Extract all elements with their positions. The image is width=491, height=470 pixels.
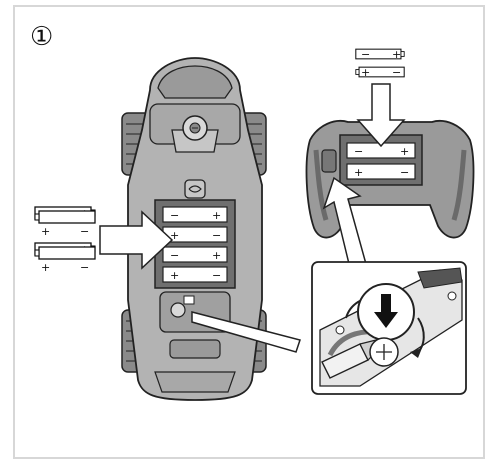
bat4-plus: + [170,269,179,282]
bat1-minus: − [170,209,179,222]
bat1-plus: + [212,209,221,222]
ctrl-bat2-minus: − [400,166,409,179]
car-battery-labels: − + + − − + + − [170,209,221,282]
loose-batteries-top: − + + − [355,48,405,79]
car-battery-compartment [162,206,228,283]
svg-text:−: − [80,261,89,274]
aa-battery-icon: + − [34,246,96,274]
svg-text:−: − [392,66,401,79]
svg-text:−: − [361,48,370,61]
ctrl-bat2-plus: + [354,166,363,179]
zoom-inset [311,261,467,395]
bat4-minus: − [212,269,221,282]
svg-text:+: + [361,66,370,79]
insert-arrow-icon [356,83,406,148]
bat2-plus: + [170,229,179,242]
bat3-plus: + [212,249,221,262]
ctrl-bat1-plus: + [400,145,409,158]
step-number-label: ① [30,22,54,52]
ctrl-bat1-minus: − [354,145,363,158]
aa-battery-icon: − + [355,48,405,61]
down-arrow-icon [374,294,398,328]
loose-batteries-left: − + + − − + + − [34,206,96,274]
aa-battery-icon: + − [34,210,96,238]
insert-arrow-icon [99,210,174,270]
svg-text:−: − [80,225,89,238]
svg-text:+: + [41,225,50,238]
pointer-arrow-icon [191,311,301,353]
aa-battery-icon: + − [355,66,405,79]
bat2-minus: − [212,229,221,242]
bat3-minus: − [170,249,179,262]
svg-text:+: + [41,261,50,274]
screw-icon [171,115,219,153]
pointer-arrow-icon [322,176,367,269]
svg-text:+: + [392,48,401,61]
